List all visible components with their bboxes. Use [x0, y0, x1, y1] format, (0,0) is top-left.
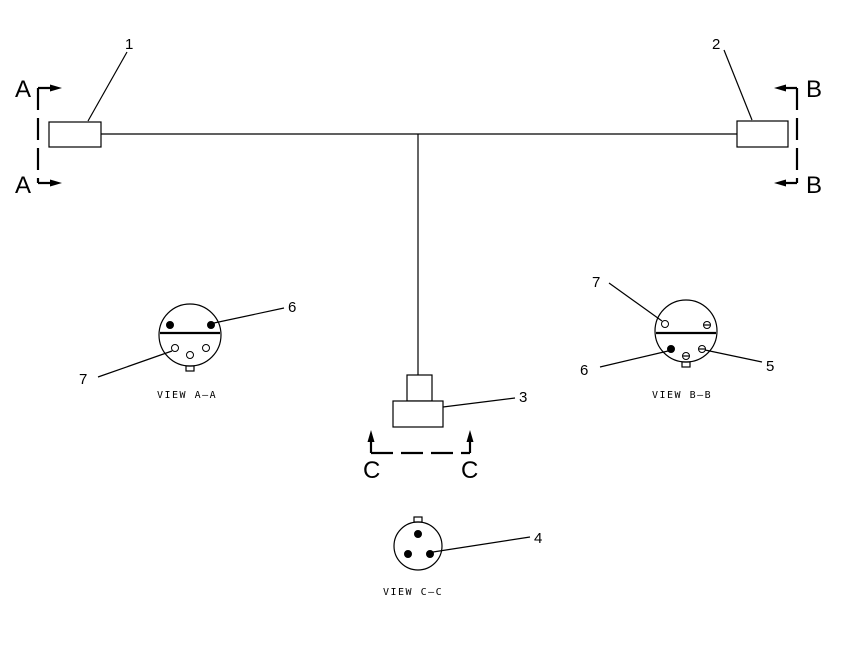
view-a-leader-7 — [97, 350, 173, 378]
view-b-connector-face — [654, 299, 718, 368]
section-label-c-left: C — [363, 457, 380, 484]
leader-1 — [87, 51, 128, 122]
callout-2: 2 — [712, 36, 720, 53]
callout-1: 1 — [125, 36, 133, 53]
view-b-callout-5: 5 — [766, 358, 774, 375]
leader-3 — [442, 397, 516, 408]
view-b-pin-solid-6 — [667, 345, 675, 353]
view-b-leader-6 — [599, 350, 669, 368]
section-marker-a — [36, 84, 62, 187]
view-b-callout-7: 7 — [592, 274, 600, 291]
view-c-pin-top — [414, 530, 422, 538]
section-label-b-top: B — [806, 76, 822, 103]
view-b-leader-7 — [608, 282, 663, 322]
view-a-pin-solid-left — [166, 321, 174, 329]
view-a-callout-7: 7 — [79, 371, 87, 388]
view-c-pin-left — [404, 550, 412, 558]
section-marker-b — [774, 84, 799, 187]
view-a-connector-face — [158, 303, 222, 372]
view-b-leader-5 — [704, 349, 763, 363]
view-a-pin-open-2 — [186, 351, 194, 359]
section-label-a-bottom: A — [15, 172, 31, 199]
view-a-callout-6: 6 — [288, 299, 296, 316]
view-b-callout-6: 6 — [580, 362, 588, 379]
view-a-title: VIEW A–A — [157, 390, 217, 401]
view-a-leader-6 — [213, 307, 285, 324]
section-marker-c — [367, 430, 474, 455]
section-label-c-right: C — [461, 457, 478, 484]
view-a-pin-solid-right — [207, 321, 215, 329]
leader-2 — [723, 49, 753, 121]
view-a-pin-open-3 — [202, 344, 210, 352]
view-c-pin-right — [426, 550, 434, 558]
connector-1 — [48, 121, 102, 148]
section-label-b-bottom: B — [806, 172, 822, 199]
connector-2 — [736, 120, 789, 148]
connector-3-neck — [406, 374, 433, 402]
view-c-leader-4 — [432, 536, 531, 553]
view-b-title: VIEW B–B — [652, 390, 712, 401]
view-c-title: VIEW C–C — [383, 587, 443, 598]
callout-3: 3 — [519, 389, 527, 406]
view-c-connector-face — [393, 516, 443, 571]
view-b-pin-open-7 — [661, 320, 669, 328]
section-label-a-top: A — [15, 76, 31, 103]
view-c-callout-4: 4 — [534, 530, 542, 547]
connector-3-body — [392, 400, 444, 428]
view-a-pin-open-1 — [171, 344, 179, 352]
